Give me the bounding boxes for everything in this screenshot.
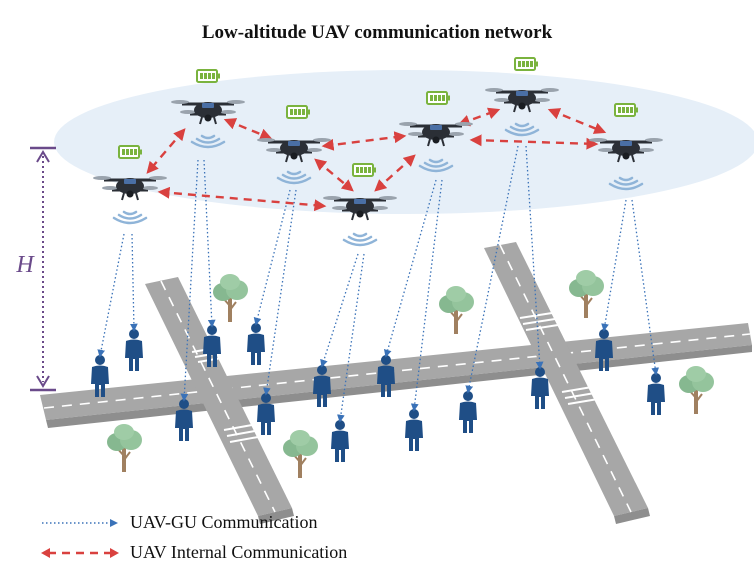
uav-icon xyxy=(91,174,169,202)
uav-icon xyxy=(321,194,399,222)
legend-label-uav-gu: UAV-GU Communication xyxy=(130,512,318,532)
battery-icon xyxy=(426,91,451,105)
uav-gu-links xyxy=(97,145,660,423)
signal-waves-icon xyxy=(112,210,148,225)
tree-icon xyxy=(678,365,715,415)
battery-icon xyxy=(286,105,311,119)
person-icon xyxy=(331,420,349,462)
dotted-arrow-icon xyxy=(42,518,118,527)
road-network xyxy=(40,242,752,524)
height-marker xyxy=(30,146,56,392)
diagram-title: Low-altitude UAV communication network xyxy=(201,22,553,43)
legend-label-uav-internal: UAV Internal Communication xyxy=(130,542,348,562)
battery-icon xyxy=(118,145,143,159)
uav-internal-links xyxy=(146,107,607,212)
tree-icon xyxy=(568,269,605,319)
person-icon xyxy=(647,373,665,415)
height-label: H xyxy=(16,252,34,278)
tree-icon xyxy=(212,273,249,323)
person-icon xyxy=(247,323,265,365)
legend-item-uav-gu: UAV-GU Communication xyxy=(40,512,318,533)
legend-item-uav-internal: UAV Internal Communication xyxy=(40,542,347,563)
person-icon xyxy=(125,329,143,371)
battery-icon xyxy=(196,69,221,83)
signal-waves-icon xyxy=(342,232,378,247)
battery-icon xyxy=(352,163,377,177)
person-icon xyxy=(459,391,477,433)
tree-icon xyxy=(438,285,475,335)
battery-icon xyxy=(514,57,539,71)
tree-icon xyxy=(106,423,143,473)
dashed-double-arrow-icon xyxy=(41,547,119,558)
person-icon xyxy=(405,409,423,451)
tree-icon xyxy=(282,429,319,479)
battery-icon xyxy=(614,103,639,117)
